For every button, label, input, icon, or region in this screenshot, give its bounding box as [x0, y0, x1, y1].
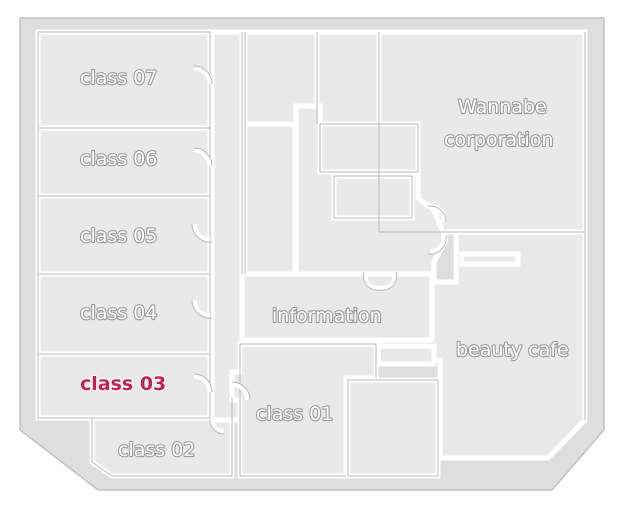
label-beauty-cafe: beauty cafe: [456, 339, 569, 361]
label-wannabe: Wannabe: [458, 96, 547, 118]
wall-edges: [37, 31, 586, 477]
label-class-05: class 05: [80, 225, 157, 247]
room-top-mid-small: [314, 29, 382, 127]
doors: [191, 65, 447, 435]
label-class-01: class 01: [256, 403, 333, 425]
corridor: [209, 29, 245, 423]
label-class-04: class 04: [80, 302, 157, 324]
room-storage: [345, 377, 441, 479]
label-corporation: corporation: [444, 129, 553, 151]
room-class-04[interactable]: [35, 271, 213, 357]
label-information: information: [272, 305, 382, 327]
label-class-02: class 02: [118, 439, 195, 461]
label-class-06: class 06: [80, 148, 157, 170]
label-class-07: class 07: [80, 67, 157, 89]
area-information[interactable]: [239, 271, 435, 343]
label-class-03: class 03: [80, 373, 166, 395]
